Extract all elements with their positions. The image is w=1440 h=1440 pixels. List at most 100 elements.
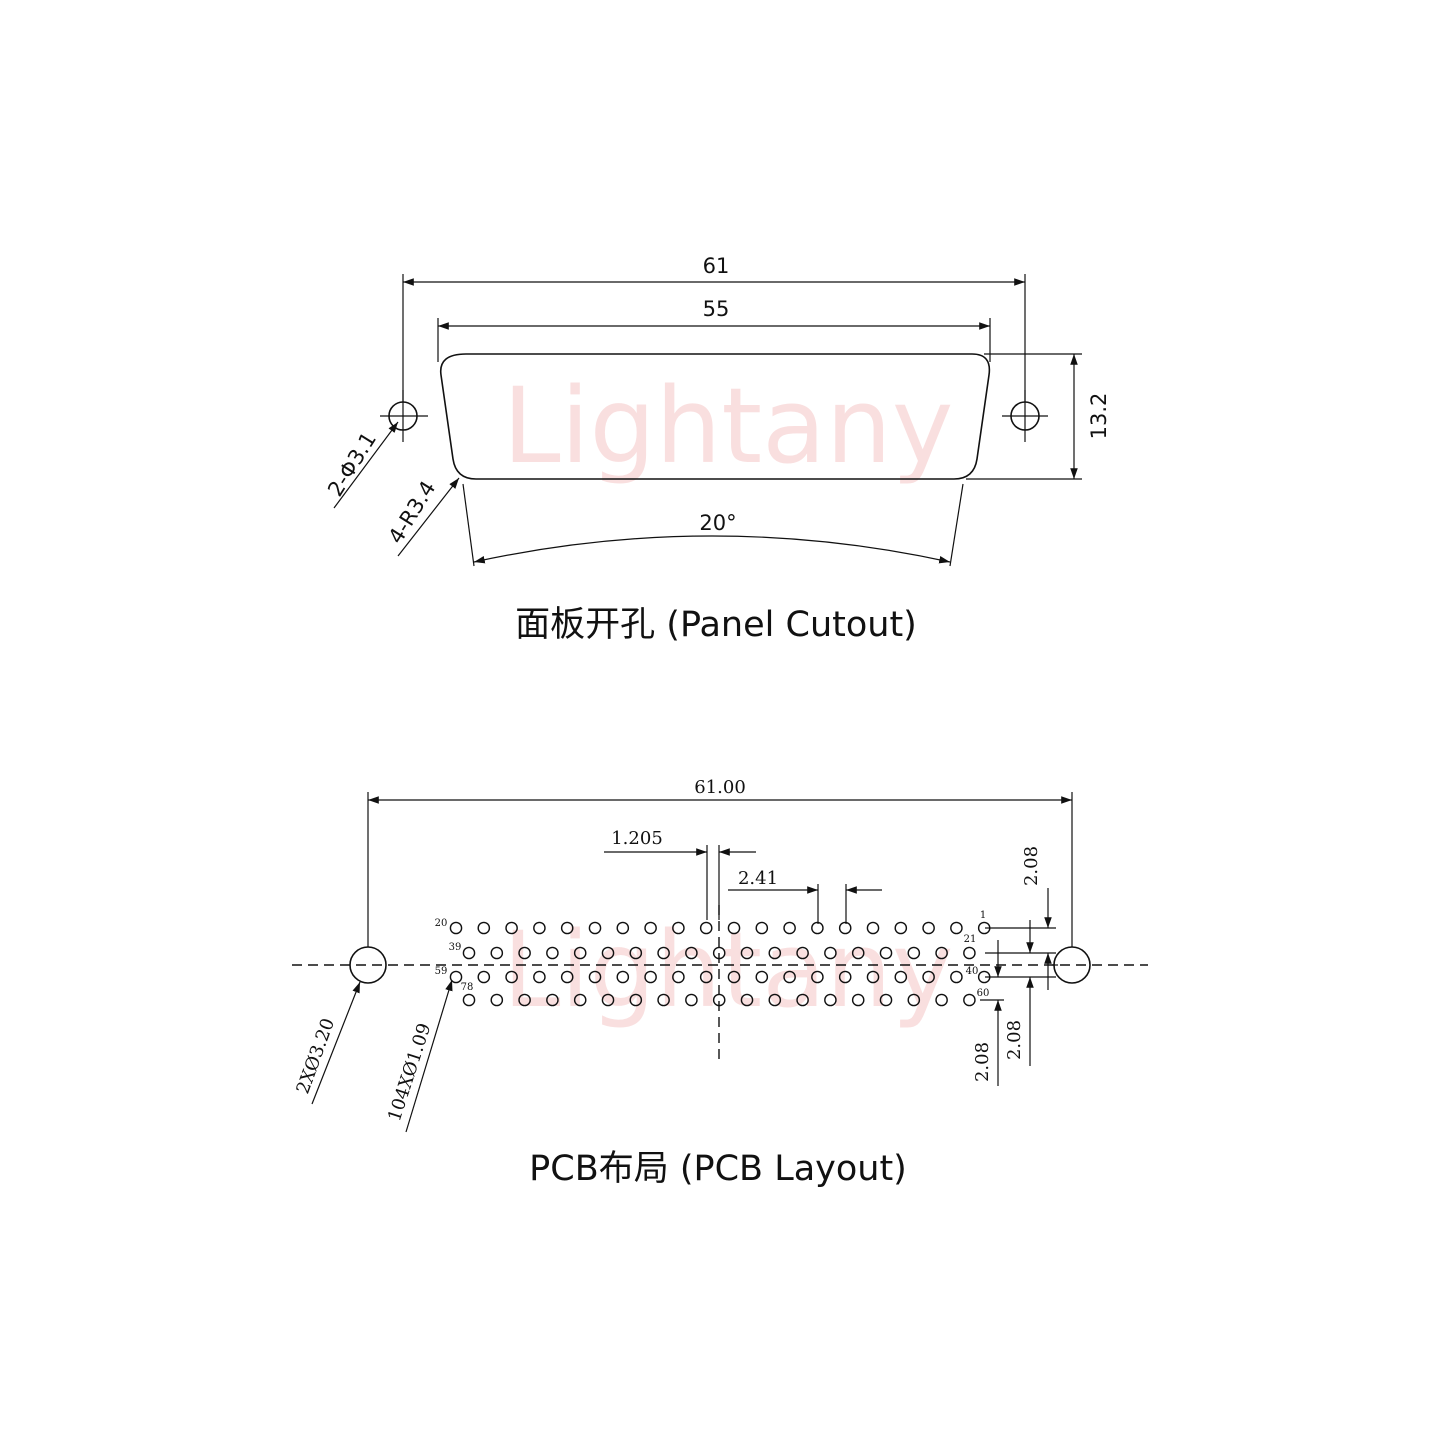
pcb-pin-hole [907,946,921,960]
pcb-pin-hole [811,970,824,984]
pcb-pin-hole [894,970,908,984]
pcb-pin-hole [462,946,476,960]
pcb-pin-hole [518,993,531,1007]
pcb-pin-hole [490,993,504,1007]
pcb-pin-hole [657,946,670,960]
pcb-pin-hole [644,921,657,935]
panel-cutout-view: Lightany 61 55 13.2 2 [323,254,1111,645]
pcb-pin-hole [824,993,837,1007]
pcb-pin-hole [963,946,976,960]
pin-label-60: 60 [977,988,990,999]
pcb-pin-hole [573,993,587,1007]
pcb-pin-hole [672,921,685,935]
pcb-pin-hole [505,921,518,935]
pcb-pin-hole [838,921,852,935]
pcb-pin-hole [950,921,963,935]
panel-dim-height: 13.2 [1087,393,1111,440]
panel-leader-holes [333,421,399,509]
pcb-pin-hole [727,970,741,984]
pcb-pin-hole [588,921,602,935]
pcb-dim-row-top: 2.08 [1021,846,1042,886]
pin-label-20: 20 [435,918,448,929]
pcb-layout-title: PCB布局 (PCB Layout) [529,1149,907,1189]
pcb-pin-hole [546,993,559,1007]
pcb-pin-hole [768,993,782,1007]
pcb-pin-hole [935,993,948,1007]
panel-leader-radius [397,477,460,557]
pcb-pin-hole [907,993,921,1007]
pcb-pin-hole [477,970,491,984]
pcb-pin-hole [560,970,574,984]
pcb-pin-hole [518,946,531,960]
pcb-pin-hole [879,993,893,1007]
pcb-pin-grid [449,921,991,1007]
pcb-pin-hole [560,921,574,935]
pcb-pin-hole [657,993,670,1007]
pcb-pin-hole [462,993,476,1007]
panel-cutout-outline [439,353,991,480]
pcb-leader-pins [405,979,453,1133]
pcb-pin-hole [796,993,809,1007]
panel-cutout-title: 面板开孔 (Panel Cutout) [515,605,917,645]
pcb-pin-hole [629,946,643,960]
pcb-dim-pins: 104XØ1.09 [384,1021,435,1124]
pcb-pin-hole [601,993,615,1007]
pcb-pin-hole [533,970,546,984]
pcb-leader-mount [311,981,361,1105]
pcb-pin-hole [851,993,865,1007]
pcb-layout-view: Lightany 20 39 59 78 1 21 40 60 61.00 1.… [292,777,1148,1189]
pcb-pin-hole [712,993,726,1007]
pcb-pin-hole [616,921,630,935]
pcb-pin-hole [879,946,893,960]
panel-dim-inner: 55 [703,297,730,321]
panel-mount-hole-left [380,390,428,442]
pcb-pin-hole [768,946,782,960]
pcb-pin-hole [740,946,754,960]
panel-dim-angle: 20° [699,511,736,535]
pcb-pin-hole [449,970,463,984]
pcb-pin-hole [699,921,713,935]
pcb-pin-hole [644,970,657,984]
pcb-pin-hole [851,946,865,960]
pcb-pin-hole [449,921,463,935]
pcb-pin-hole [546,946,559,960]
pin-label-21: 21 [964,934,977,945]
pcb-pin-hole [601,946,615,960]
pcb-pin-hole [866,970,880,984]
pin-label-39: 39 [449,942,462,953]
pcb-pin-hole [616,970,630,984]
pin-label-78: 78 [461,982,474,993]
pcb-pin-hole [922,970,935,984]
pcb-pin-hole [935,946,948,960]
pcb-dim-row-mid: 2.08 [1004,1020,1025,1060]
pcb-dim-row-bot: 2.08 [972,1042,993,1082]
pcb-pin-hole [755,970,769,984]
pcb-pin-hole [672,970,685,984]
pcb-pin-hole [950,970,963,984]
pcb-pin-hole [963,993,976,1007]
pcb-dim-overall: 61.00 [694,777,746,798]
pcb-pin-hole [573,946,587,960]
pin-label-40: 40 [966,966,979,977]
pcb-dim-pitch: 2.41 [738,868,778,889]
panel-dim-overall: 61 [703,254,730,278]
pcb-dim-offset: 1.205 [611,828,663,849]
pcb-pin-hole [740,993,754,1007]
panel-dim-holes: 2-Φ3.1 [323,428,381,501]
pcb-pin-hole [685,993,698,1007]
pcb-pin-hole [838,970,852,984]
pcb-pin-hole [477,921,491,935]
pcb-pin-hole [588,970,602,984]
pcb-pin-hole [685,946,698,960]
pcb-pin-hole [755,921,769,935]
pcb-pin-hole [629,993,643,1007]
pcb-pin-hole [712,946,726,960]
pcb-pin-hole [783,921,796,935]
pcb-pin-hole [824,946,837,960]
pcb-pin-hole [490,946,504,960]
panel-watermark: Lightany [503,365,954,487]
pcb-pin-hole [894,921,908,935]
pcb-pin-hole [505,970,518,984]
pin-label-59: 59 [435,966,448,977]
